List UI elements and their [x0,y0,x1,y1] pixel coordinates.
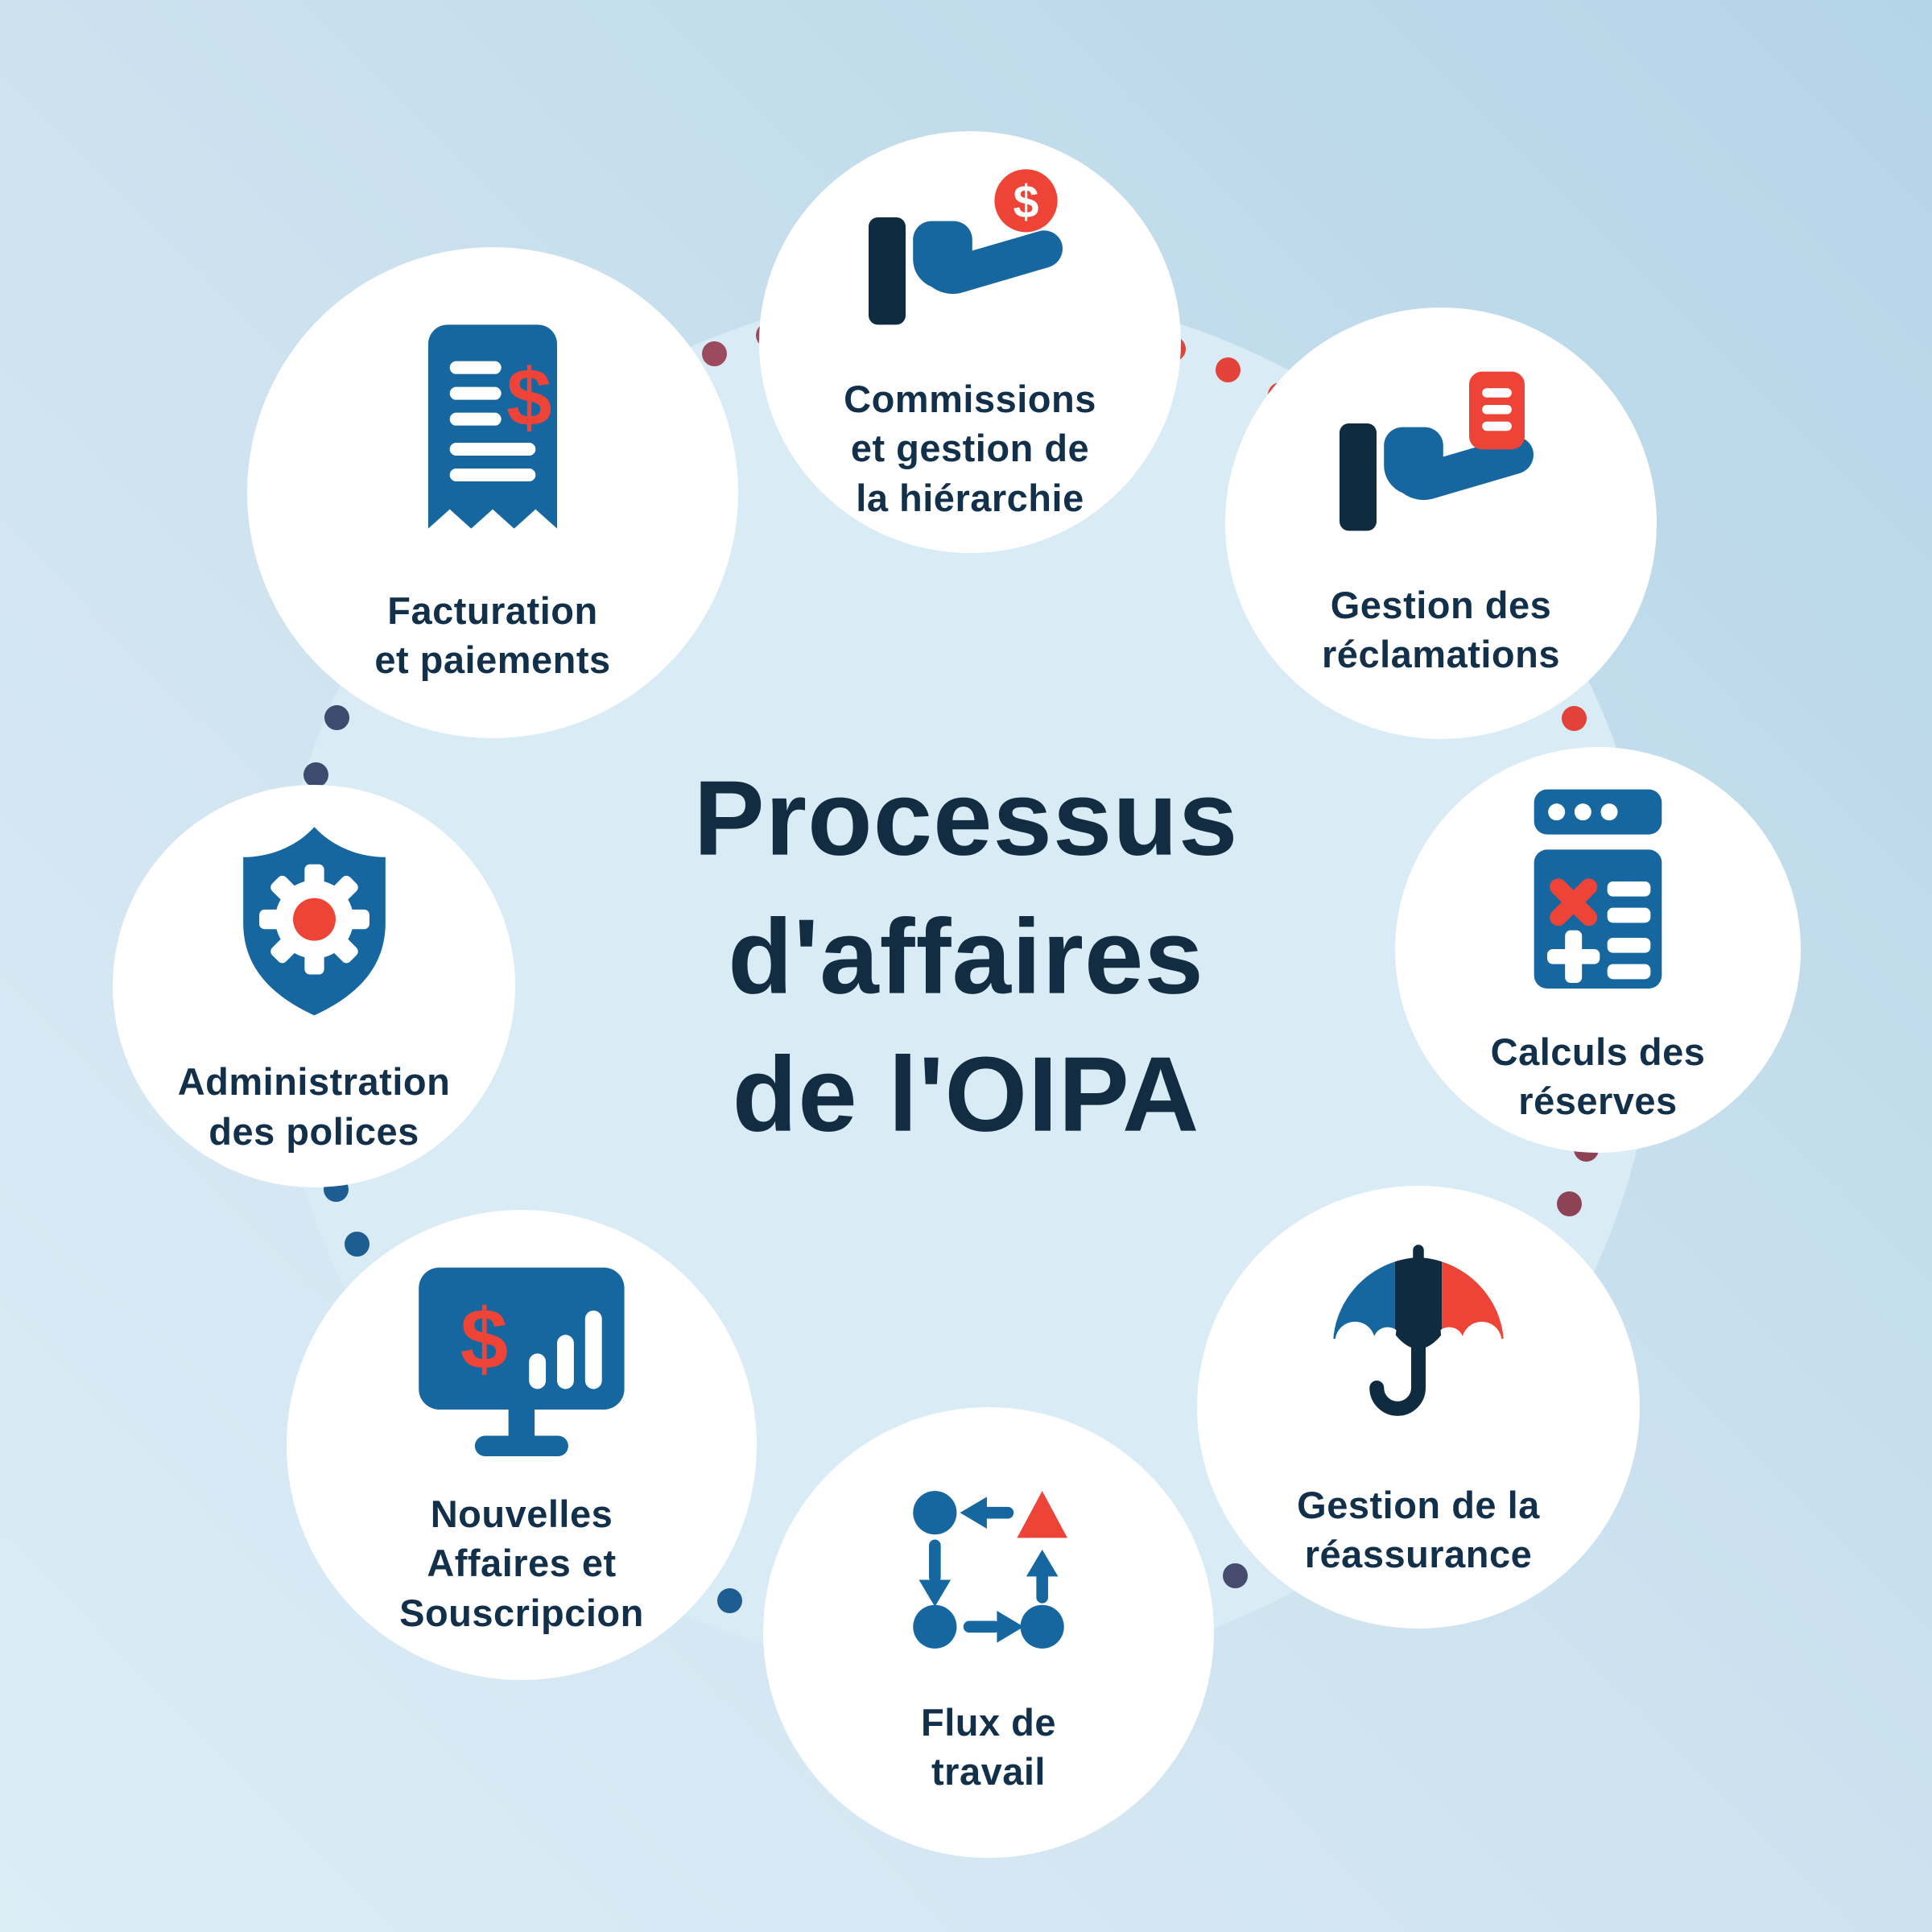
connector-dot [344,1231,369,1257]
page-title: Processus d'affaires de l'OIPA [693,758,1239,1154]
umbrella-icon [1333,1245,1504,1416]
workflow-icon [913,1490,1067,1649]
dollar-glyph: $ [1013,176,1038,228]
dollar-glyph: $ [506,353,551,444]
connector-dot [701,341,727,367]
hand-document-icon [1339,371,1534,531]
process-node-calculs: Calculs des réserves [1395,747,1801,1153]
node-label-commissions: Commissions et gestion de la hiérarchie [844,378,1096,519]
process-node-reclamations: Gestion des réclamations [1225,308,1657,739]
node-label-nouvelles: Nouvelles Affaires et Souscripcion [399,1492,644,1634]
connector-dot [1557,1191,1583,1216]
node-label-administration: Administration des polices [177,1060,451,1153]
process-node-flux: Flux de travail [763,1407,1214,1858]
monitor-chart-icon: $ [419,1267,625,1457]
node-label-flux: Flux de travail [920,1700,1057,1793]
process-node-commissions: $ Commissions et gestion de la hiérarchi… [759,131,1181,553]
connector-dot [716,1588,742,1614]
process-node-reassurance: Gestion de la réassurance [1197,1186,1640,1629]
dollar-glyph: $ [460,1290,508,1387]
node-label-reclamations: Gestion des réclamations [1322,583,1560,675]
connector-dot [1222,1563,1248,1589]
process-node-nouvelles: $ Nouvelles Affaires et Souscripcion [287,1210,757,1680]
connector-dot [1561,705,1587,731]
process-node-facturation: $ Facturation et paiements [247,247,738,738]
process-node-administration: Administration des polices [113,785,515,1187]
receipt-icon: $ [428,324,557,529]
hand-coin-icon: $ [868,169,1063,325]
shield-gear-icon [242,827,386,1016]
connector-dot [324,704,349,730]
node-label-facturation: Facturation et paiements [374,588,611,681]
node-label-reassurance: Gestion de la réassurance [1297,1483,1540,1575]
node-label-calculs: Calculs des réserves [1490,1030,1706,1122]
calculator-icon [1534,789,1662,989]
connector-dot [303,762,328,787]
connector-dot [1216,357,1241,382]
